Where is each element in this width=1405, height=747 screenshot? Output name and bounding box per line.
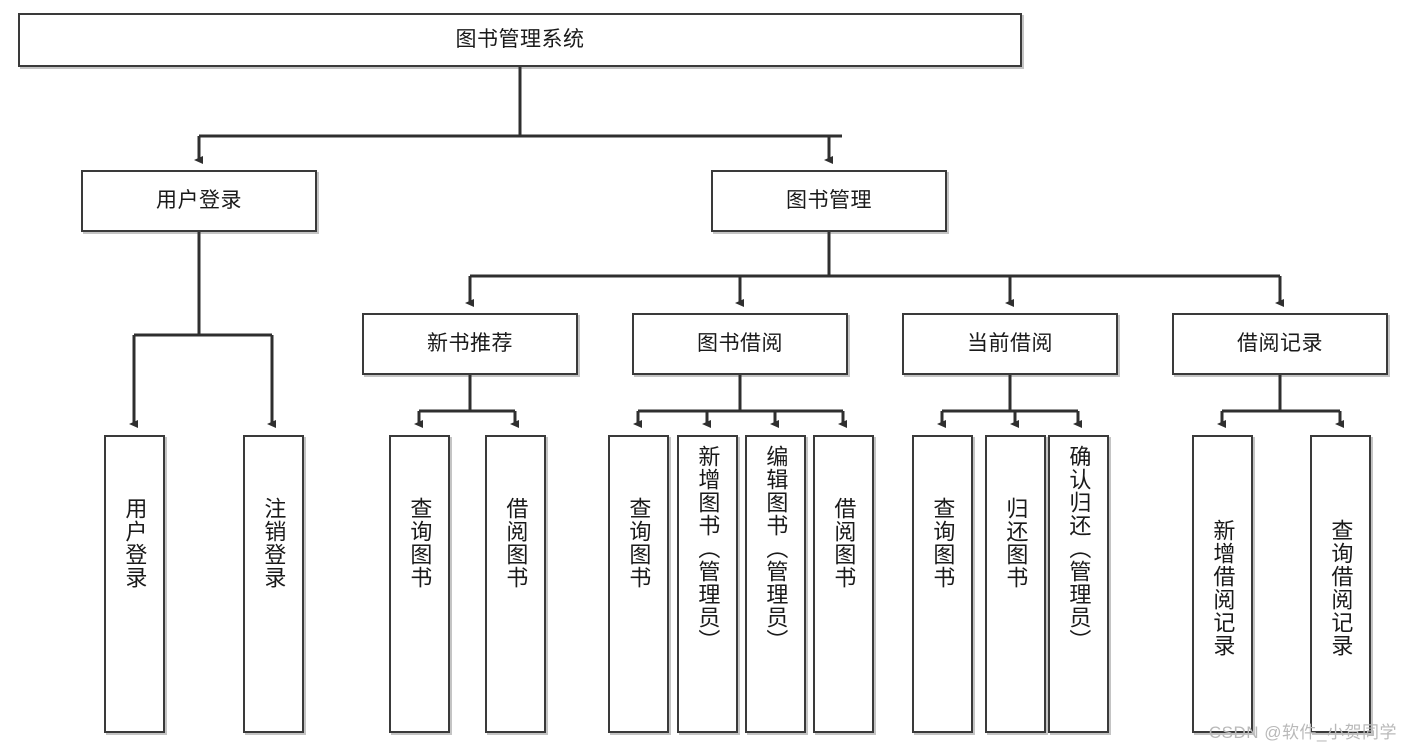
leaf-query-borrow-record[interactable]: 查询借阅记录: [1310, 435, 1371, 733]
node-label: 图书借阅: [697, 331, 783, 355]
node-label: 借阅图书: [831, 497, 857, 589]
node-label: 查询借阅记录: [1328, 519, 1354, 657]
leaf-logout[interactable]: 注销登录: [243, 435, 304, 733]
leaf-query-book-recommend[interactable]: 查询图书: [389, 435, 450, 733]
leaf-return-book[interactable]: 归还图书: [985, 435, 1046, 733]
node-user-login[interactable]: 用户登录: [81, 170, 317, 232]
node-label: 归还图书: [1003, 497, 1029, 589]
leaf-query-book-borrow[interactable]: 查询图书: [608, 435, 669, 733]
node-label: 确认归还（管理员）: [1066, 445, 1092, 652]
node-label: 图书管理: [786, 188, 872, 212]
node-label: 注销登录: [261, 497, 287, 589]
node-label: 图书管理系统: [455, 27, 585, 51]
leaf-add-book-admin[interactable]: 新增图书（管理员）: [677, 435, 738, 733]
node-new-book-recommend[interactable]: 新书推荐: [362, 313, 578, 375]
node-label: 编辑图书（管理员）: [763, 445, 789, 652]
node-label: 查询图书: [930, 497, 956, 589]
node-label: 用户登录: [122, 497, 148, 589]
leaf-borrow-book-recommend[interactable]: 借阅图书: [485, 435, 546, 733]
node-label: 当前借阅: [967, 331, 1053, 355]
node-label: 用户登录: [156, 188, 242, 212]
leaf-edit-book-admin[interactable]: 编辑图书（管理员）: [745, 435, 806, 733]
leaf-add-borrow-record[interactable]: 新增借阅记录: [1192, 435, 1253, 733]
node-current-borrow[interactable]: 当前借阅: [902, 313, 1118, 375]
node-label: 查询图书: [407, 497, 433, 589]
leaf-query-book-current[interactable]: 查询图书: [912, 435, 973, 733]
node-label: 新增图书（管理员）: [695, 445, 721, 652]
node-label: 借阅记录: [1237, 331, 1323, 355]
leaf-user-login[interactable]: 用户登录: [104, 435, 165, 733]
leaf-borrow-book[interactable]: 借阅图书: [813, 435, 874, 733]
node-label: 借阅图书: [503, 497, 529, 589]
node-label: 新书推荐: [427, 331, 513, 355]
node-book-borrow[interactable]: 图书借阅: [632, 313, 848, 375]
leaf-confirm-return-admin[interactable]: 确认归还（管理员）: [1048, 435, 1109, 733]
watermark-text: CSDN @软件_小贺同学: [1208, 723, 1397, 742]
node-label: 查询图书: [626, 497, 652, 589]
node-book-management[interactable]: 图书管理: [711, 170, 947, 232]
node-root-system[interactable]: 图书管理系统: [18, 13, 1022, 67]
node-borrow-records[interactable]: 借阅记录: [1172, 313, 1388, 375]
node-label: 新增借阅记录: [1210, 519, 1236, 657]
